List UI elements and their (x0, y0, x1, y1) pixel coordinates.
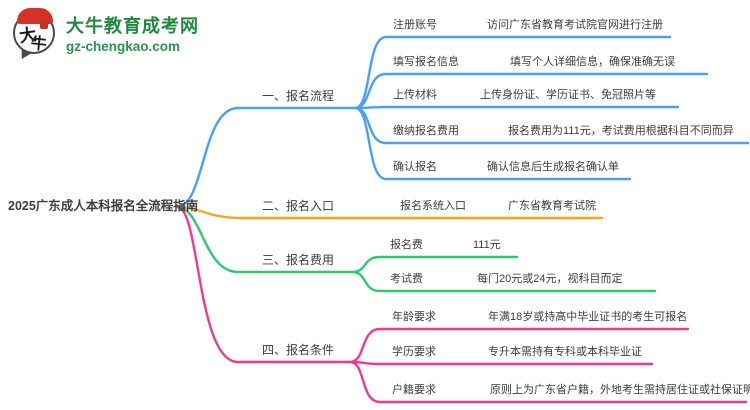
branch1-child1-desc: 访问广东省教育考试院官网进行注册 (487, 19, 663, 31)
logo-bubble-icon: 大 牛 (12, 8, 60, 62)
branch1-lines (176, 35, 750, 209)
branch4-child2-label: 学历要求 (392, 346, 436, 358)
logo-red-seal-icon (40, 20, 48, 29)
branch1-child1-label: 注册账号 (393, 19, 437, 31)
branch2-child1-desc: 广东省教育考试院 (508, 200, 596, 212)
branch1-child4-label: 缴纳报名费用 (393, 125, 459, 137)
logo-char-niu: 牛 (29, 33, 48, 54)
branch1-child2-desc: 填写个人详细信息，确保准确无误 (510, 56, 675, 68)
branch3-lines (176, 205, 657, 293)
branch2-lines (176, 205, 604, 220)
branch1-child5-desc: 确认信息后生成报名确认单 (487, 161, 619, 173)
branch4-lines (176, 205, 748, 404)
site-logo: 大 牛 大牛教育成考网 gz-chengkao.com (12, 8, 199, 62)
branch3-label: 三、报名费用 (262, 253, 335, 267)
branch4-child2-desc: 专升本需持有专科或本科毕业证 (488, 346, 642, 358)
logo-text-block: 大牛教育成考网 gz-chengkao.com (66, 12, 199, 54)
branch1-child5-label: 确认报名 (393, 161, 437, 173)
branch4-child1-label: 年龄要求 (392, 311, 436, 323)
branch4-child3-desc: 原则上为广东省户籍，外地考生需持居住证或社保证明 (490, 384, 750, 396)
branch1-child4-desc: 报名费用为111元，考试费用根据科目不同而异 (508, 125, 734, 137)
branch3-child1-desc: 111元 (473, 239, 501, 251)
branch1-label: 一、报名流程 (262, 89, 335, 103)
branch2-child1-label: 报名系统入口 (400, 200, 466, 212)
branch4-child1-desc: 年满18岁或持高中毕业证书的考生可报名 (488, 311, 688, 323)
branch3-child2-desc: 每门20元或24元，视科目而定 (477, 273, 623, 285)
branch1-child3-label: 上传材料 (393, 89, 437, 101)
branch1-child2-label: 填写报名信息 (393, 56, 459, 68)
branch4-label: 四、报名条件 (262, 343, 335, 357)
branch3-child1-label: 报名费 (390, 239, 423, 251)
root-topic: 2025广东成人本科报名全流程指南 (8, 199, 199, 213)
site-name: 大牛教育成考网 (66, 16, 199, 36)
branch2-label: 二、报名入口 (262, 199, 335, 213)
site-url: gz-chengkao.com (66, 39, 181, 54)
branch3-child2-label: 考试费 (390, 273, 423, 285)
branch1-child3-desc: 上传身份证、学历证书、免冠照片等 (480, 89, 656, 101)
branch4-child3-label: 户籍要求 (392, 384, 436, 396)
